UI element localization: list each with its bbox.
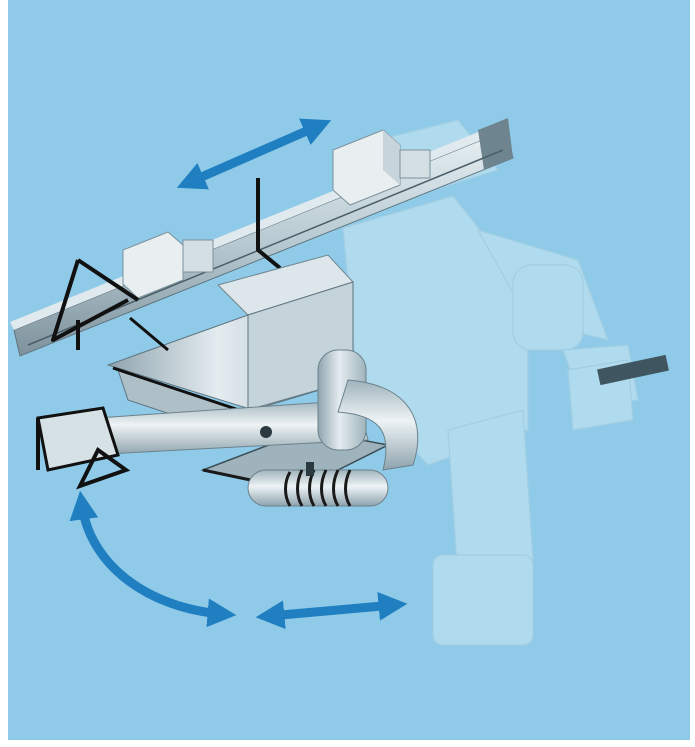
left-border: [0, 0, 8, 747]
ghost-joint: [513, 265, 583, 350]
bottom-border: [0, 740, 695, 747]
suspended-exhaust-arm-illustration: [8, 0, 690, 740]
right-border: [690, 0, 695, 747]
duct-flexible: [248, 470, 388, 506]
clamp-small: [306, 462, 314, 476]
valve-knob: [260, 426, 272, 438]
ghost-foot: [433, 555, 533, 645]
illustration-frame: [8, 0, 690, 740]
